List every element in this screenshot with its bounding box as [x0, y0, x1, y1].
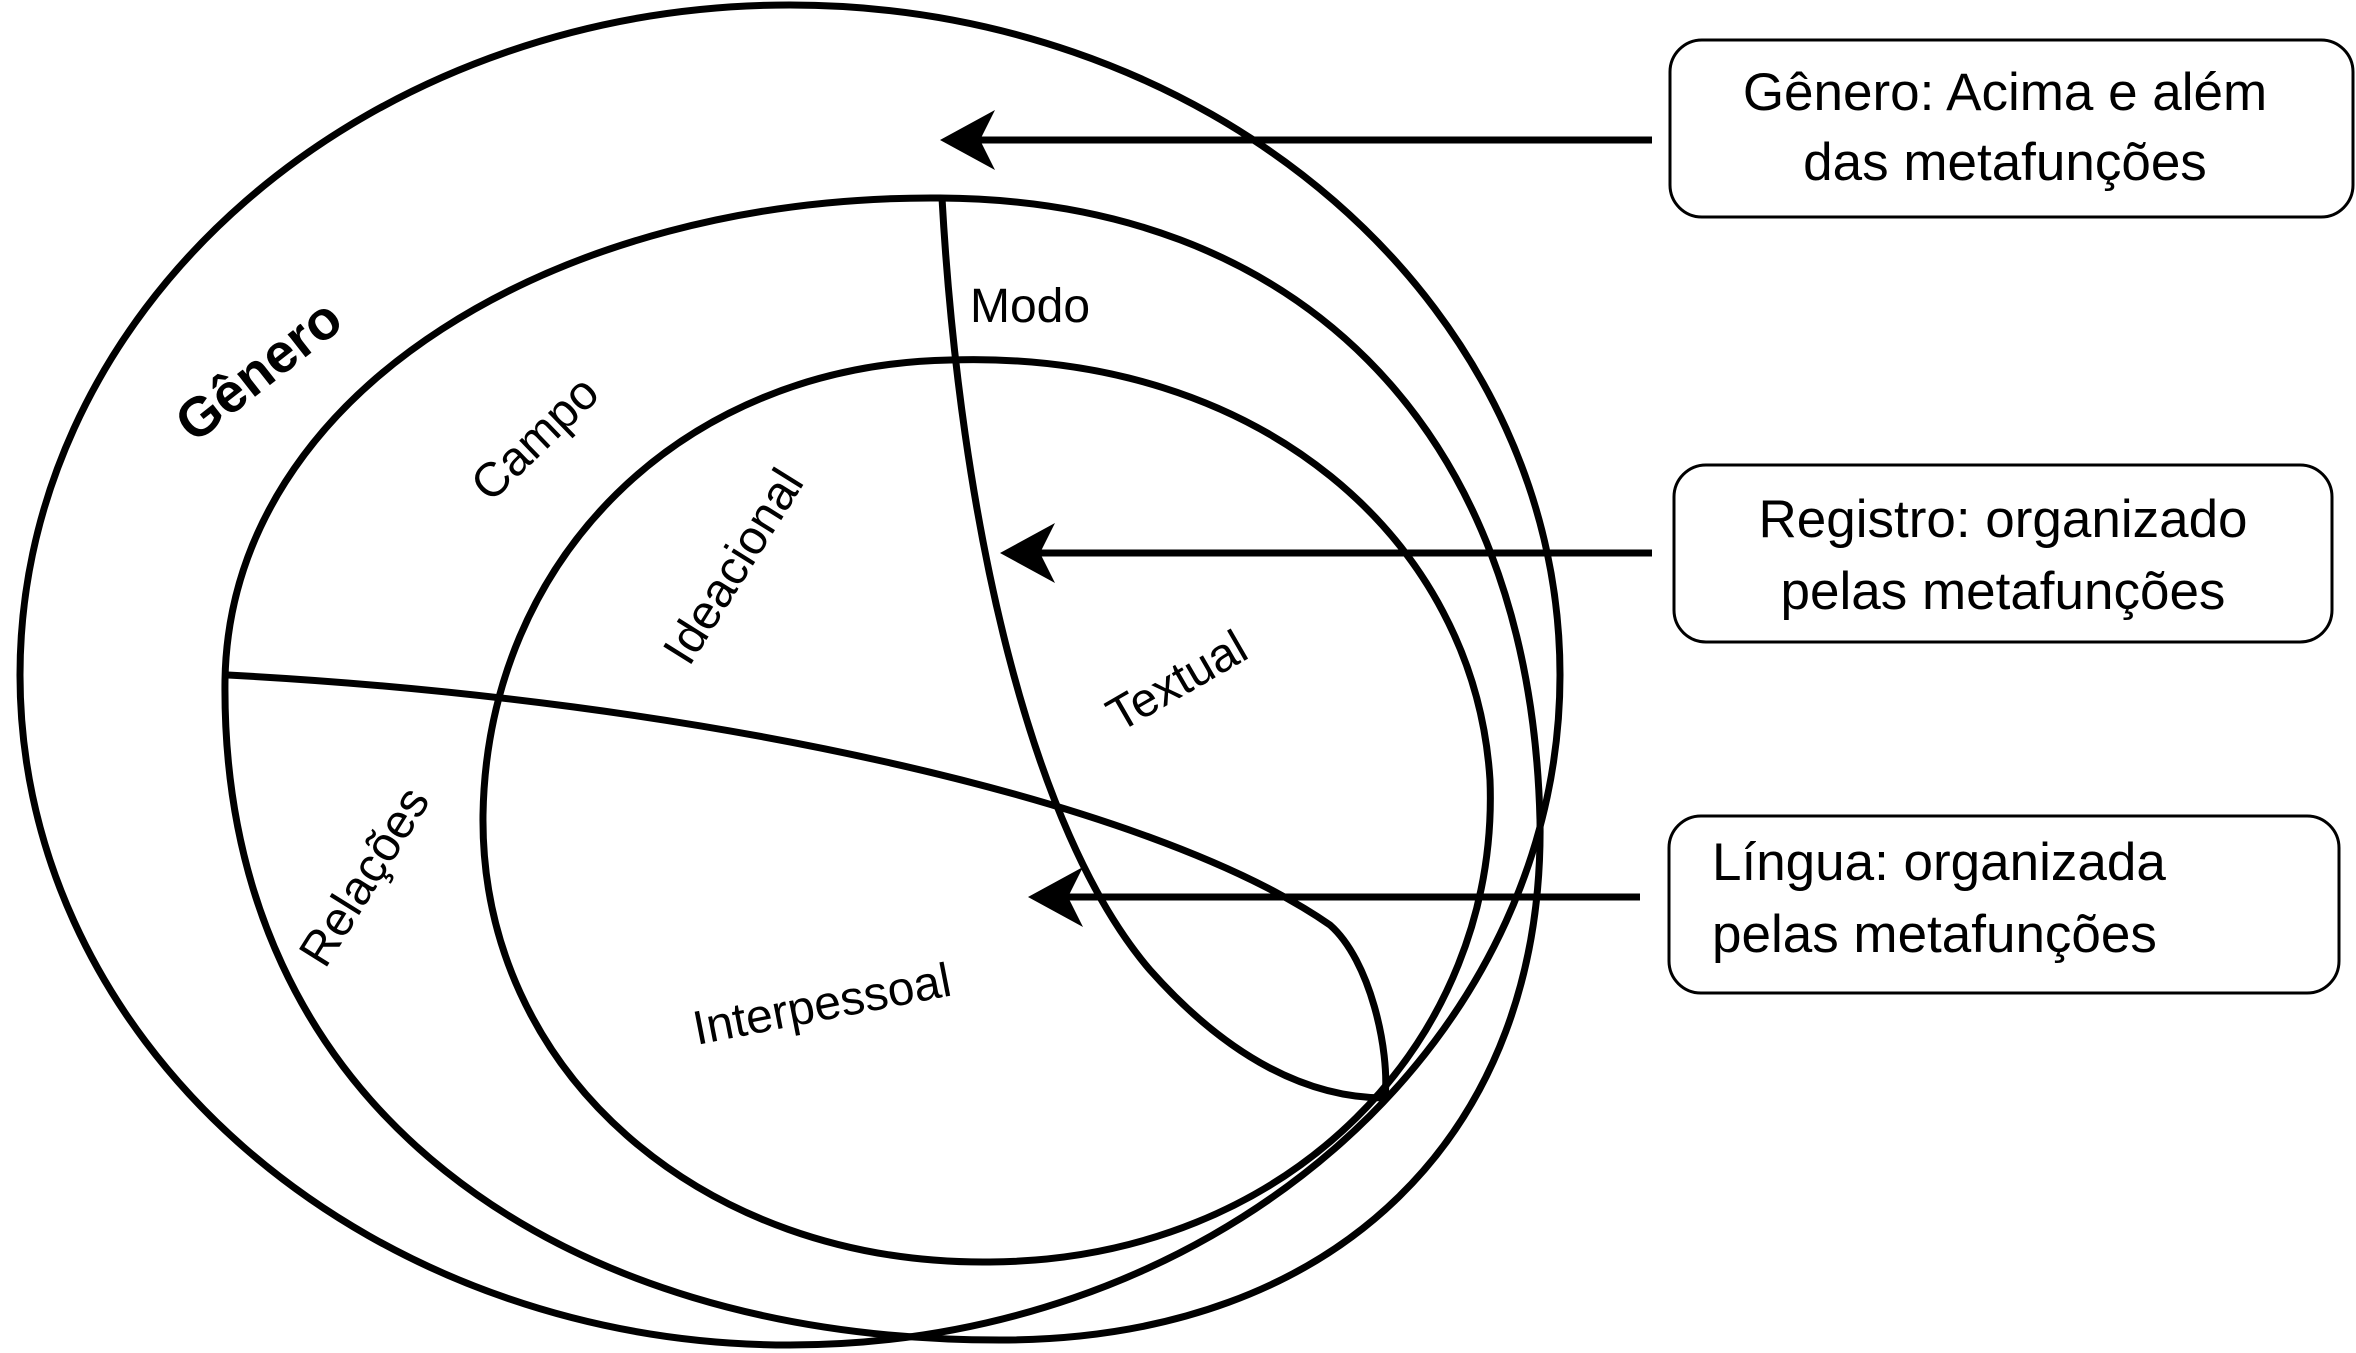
- language-callout-line1: Língua: organizada: [1712, 833, 2166, 892]
- genre-ellipse: [16, 1, 1564, 1349]
- register-callout-line2: pelas metafunções: [1781, 562, 2226, 621]
- register-arrow: [1000, 523, 1652, 583]
- ideational-region-label: Ideacional: [653, 460, 814, 674]
- tenor-region-label: Relações: [289, 778, 440, 976]
- register-ellipse: [221, 194, 1544, 1344]
- interpersonal-region-label: Interpessoal: [689, 954, 956, 1056]
- field-region-label: Campo: [461, 366, 609, 512]
- genre-arrow: [940, 110, 1652, 170]
- language-callout-line2: pelas metafunções: [1712, 905, 2157, 964]
- register-callout: Registro: organizado pelas metafunções: [1672, 463, 2334, 644]
- language-ellipse: [479, 356, 1494, 1266]
- field-tenor-divider: [227, 671, 1390, 1099]
- genre-callout: Gênero: Acima e além das metafunções: [1668, 38, 2355, 219]
- textual-region-label: Textual: [1098, 621, 1256, 743]
- language-callout: Língua: organizada pelas metafunções: [1667, 814, 2341, 995]
- genre-callout-line2: das metafunções: [1803, 133, 2207, 192]
- genre-callout-line1: Gênero: Acima e além: [1743, 63, 2267, 122]
- register-callout-line1: Registro: organizado: [1758, 490, 2247, 549]
- mode-region-label: Modo: [970, 280, 1090, 333]
- mode-divider: [938, 197, 1386, 1102]
- language-arrow: [1028, 867, 1640, 927]
